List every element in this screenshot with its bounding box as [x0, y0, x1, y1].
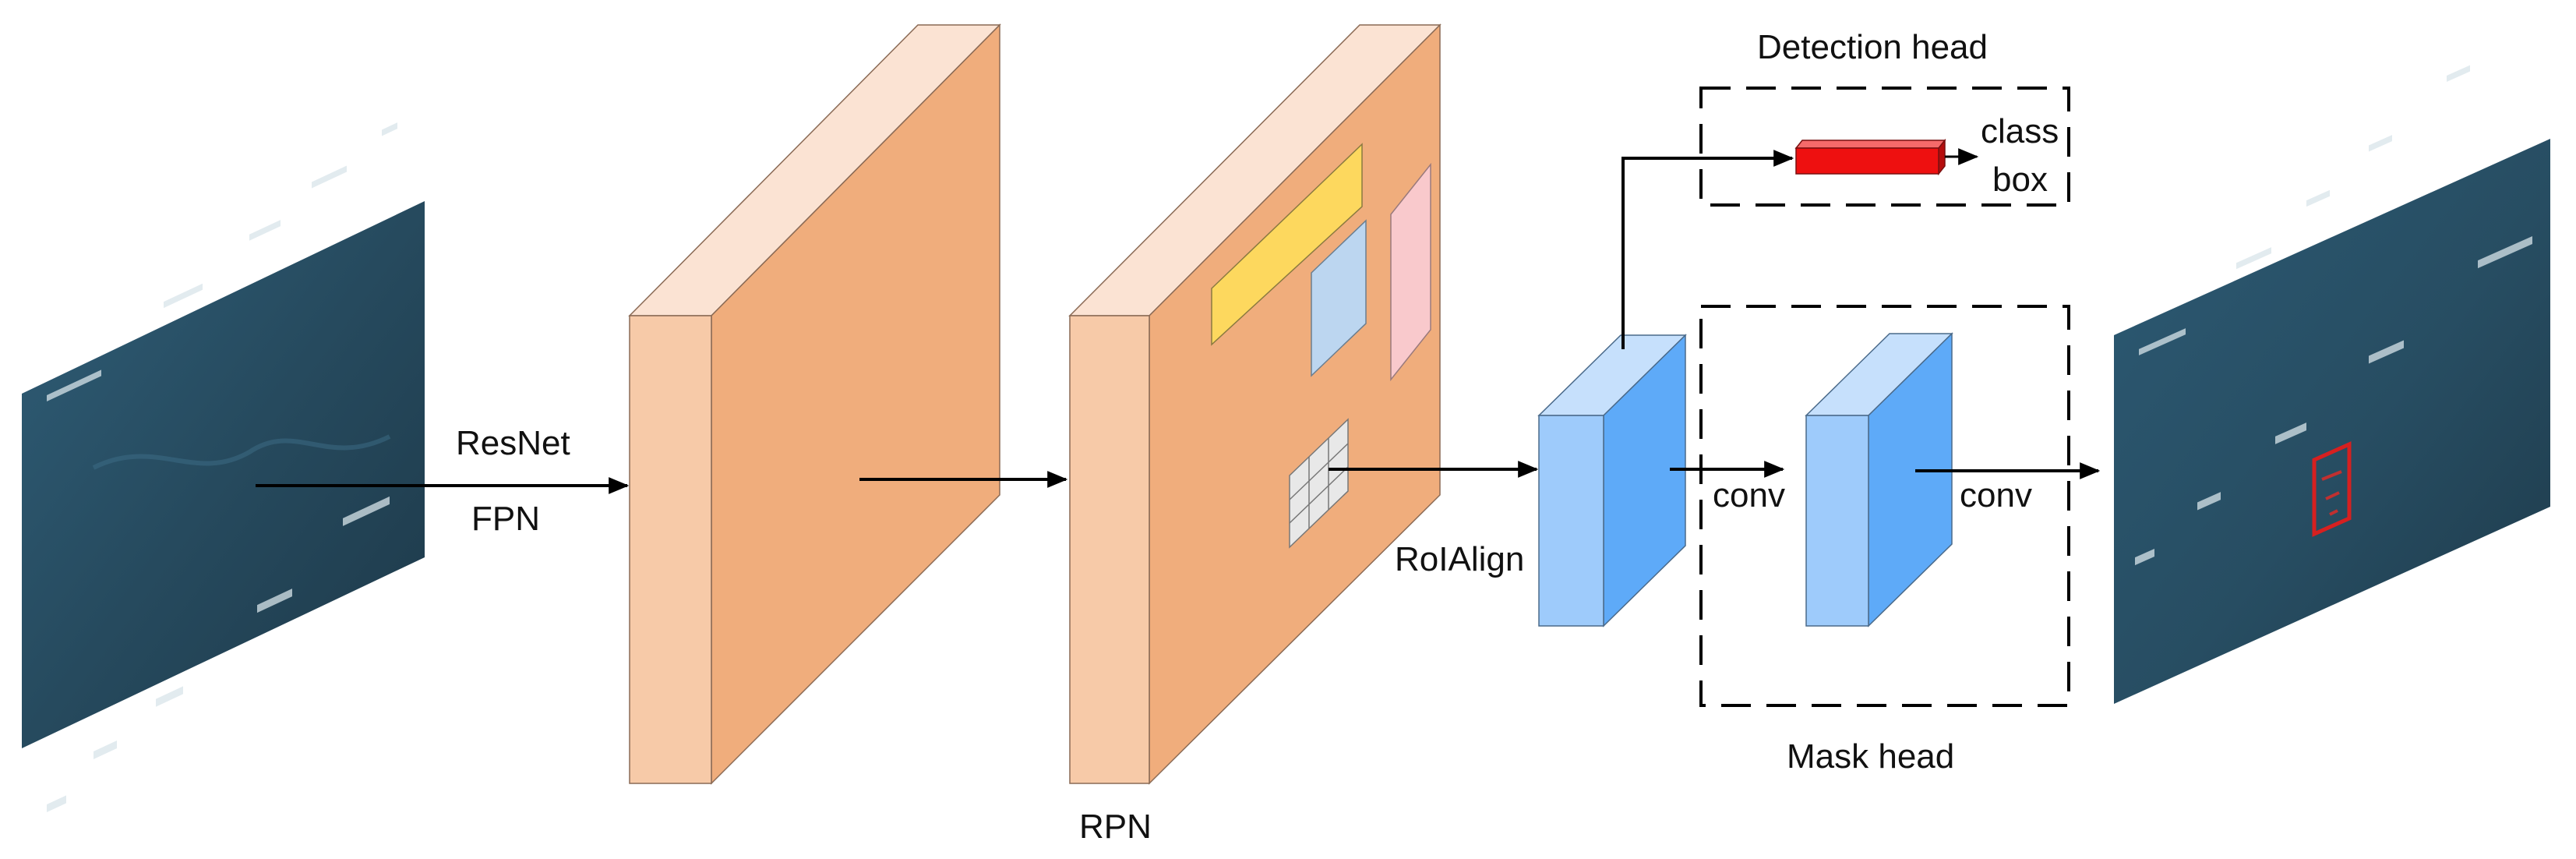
fpn-label: FPN	[471, 500, 540, 538]
feature-map-block	[628, 23, 1001, 785]
conv-label-1: conv	[1713, 476, 1785, 514]
proposal-yellow	[1211, 143, 1363, 346]
input-image-overlay-text	[47, 122, 397, 813]
detection-head-title: Detection head	[1757, 28, 1988, 66]
rpn-feature-map-block	[1068, 23, 1442, 785]
box-label: box	[1992, 161, 2048, 199]
mask-head-box	[1699, 305, 2070, 707]
proposal-blue	[1311, 219, 1367, 377]
output-image	[2114, 65, 2550, 704]
fc-layer-block	[1794, 138, 1946, 176]
output-image-overlay-text	[2135, 65, 2532, 566]
detection-head-box	[1699, 87, 2070, 207]
mask-head-title: Mask head	[1787, 737, 1954, 776]
roialign-label: RoIAlign	[1395, 540, 1524, 578]
mask-conv-block	[1805, 332, 1953, 627]
resnet-label: ResNet	[456, 424, 570, 462]
input-image	[22, 122, 425, 813]
arrow-to-detection-head	[1621, 150, 1794, 349]
proposal-pink	[1390, 162, 1431, 382]
roi-grid	[1289, 418, 1349, 549]
roi-feature-block	[1537, 334, 1687, 627]
detection-box	[2312, 441, 2352, 537]
rpn-label: RPN	[1079, 808, 1152, 846]
conv-label-2: conv	[1960, 476, 2032, 514]
class-label: class	[1981, 112, 2059, 150]
